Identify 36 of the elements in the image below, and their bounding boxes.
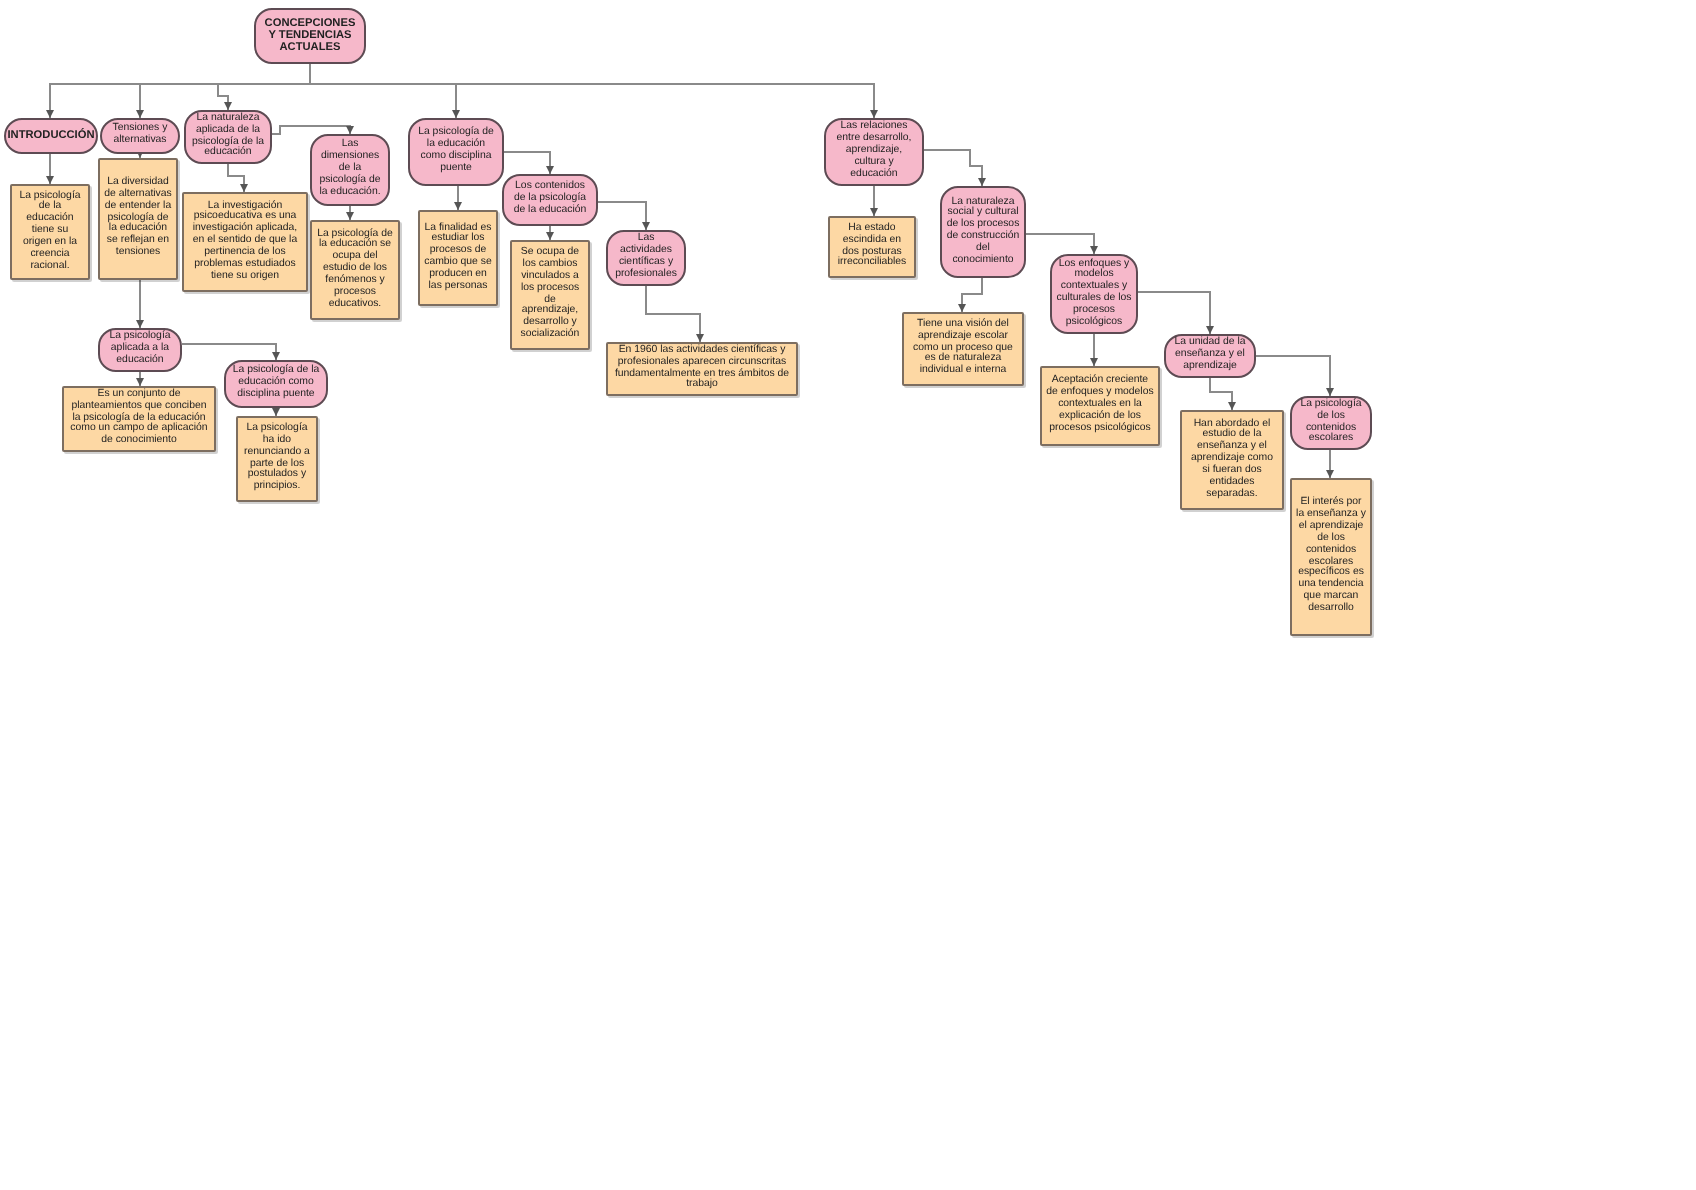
connector-arrow	[181, 343, 280, 361]
connector-arrow	[227, 161, 248, 193]
connector-arrow	[597, 201, 650, 231]
connector-arrow	[272, 407, 280, 417]
connector-arrow	[1255, 355, 1334, 397]
description-card	[418, 210, 498, 306]
connector-arrow	[1326, 449, 1334, 479]
concept-pill	[940, 186, 1026, 278]
concept-pill	[1290, 396, 1372, 451]
concept-pill	[100, 118, 180, 154]
connector-arrow	[46, 153, 54, 185]
connector-arrow	[923, 149, 986, 187]
concept-pill	[4, 118, 98, 154]
connector-arrow	[1025, 233, 1098, 255]
concept-pill	[824, 118, 924, 186]
connector-arrow	[309, 63, 878, 119]
connector-arrow	[1209, 377, 1236, 411]
connector-arrow	[136, 371, 144, 387]
description-card	[98, 158, 178, 280]
connector-arrow	[870, 185, 878, 217]
connector-arrow	[645, 285, 704, 343]
concept-pill	[502, 174, 598, 226]
connector-arrow	[346, 205, 354, 221]
concept-pill	[408, 118, 504, 186]
connector-arrow	[958, 277, 983, 313]
connector-arrow	[503, 151, 554, 175]
connector-arrow	[1090, 333, 1098, 367]
description-card	[1290, 478, 1372, 636]
concept-pill	[1164, 334, 1256, 378]
connector-arrow	[271, 125, 354, 135]
concept-pill	[254, 8, 366, 64]
connector-arrow	[454, 185, 462, 211]
connector-arrow	[546, 225, 554, 241]
concept-pill	[98, 328, 182, 372]
connector-arrow	[136, 279, 144, 329]
connector-arrow	[1137, 291, 1214, 335]
